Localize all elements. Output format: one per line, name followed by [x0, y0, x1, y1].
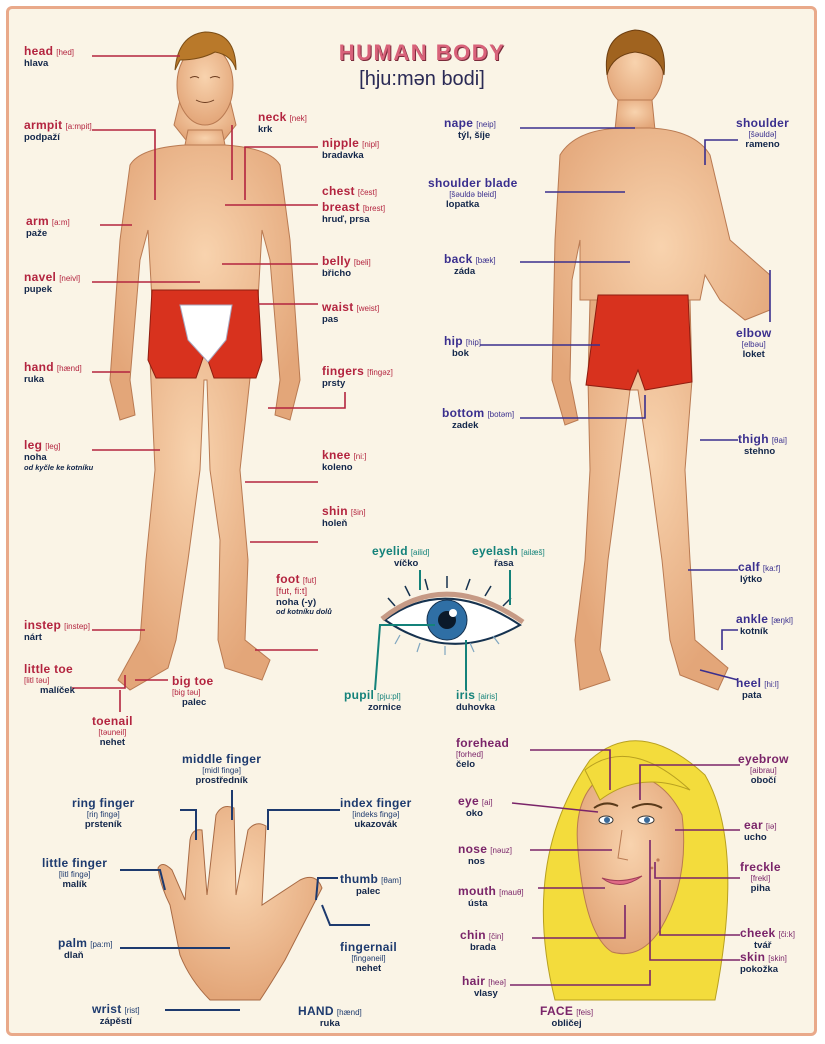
label-shoulder-blade: shoulder blade[šəuldə bleid]lopatka — [428, 174, 518, 210]
label-chin: chin[čin]brada — [460, 926, 504, 954]
label-foot: foot[fut][fut, fi:t]noha (-y)od kotníku … — [276, 570, 332, 616]
face-figure — [543, 741, 728, 1000]
label-thigh: thigh[θai]stehno — [738, 430, 787, 458]
label-hip: hip[hip]bok — [444, 332, 481, 360]
face-caption: FACE[feis]obličej — [540, 1002, 593, 1030]
label-heel: heel[hi:l]pata — [736, 674, 779, 702]
poster-title-pronunciation: [hju:mən bodi] — [272, 68, 572, 91]
label-elbow: elbow[elbəu]loket — [736, 324, 772, 360]
label-shoulder: shoulder[šəuldə]rameno — [736, 114, 789, 150]
label-ear: ear[iə]ucho — [744, 816, 777, 844]
label-eyebrow: eyebrow[aibrau]obočí — [738, 750, 789, 786]
poster-title: HUMAN BODY — [272, 40, 572, 66]
label-shin: shin[šin]holeň — [322, 502, 366, 530]
label-navel: navel[neivl]pupek — [24, 268, 80, 296]
label-hair: hair[heə]vlasy — [462, 972, 506, 1000]
label-nose: nose[nəuz]nos — [458, 840, 512, 868]
label-little-finger: little finger[litl fingə]malík — [42, 854, 107, 890]
label-waist: waist[weist]pas — [322, 298, 379, 326]
front-body-figure — [110, 45, 300, 690]
label-arm: arm[a:m]paže — [26, 212, 70, 240]
label-back: back[bæk]záda — [444, 250, 496, 278]
poster-title-block: HUMAN BODY [hju:mən bodi] — [272, 40, 572, 91]
label-index-finger: index finger[indeks fingə]ukazovák — [340, 794, 412, 830]
label-eye: eye[ai]oko — [458, 792, 493, 820]
label-armpit: armpit[a:mpit]podpaží — [24, 116, 92, 144]
label-chest: chest[čest] — [322, 182, 377, 199]
label-mouth: mouth[mauθ]ústa — [458, 882, 524, 910]
label-fingernail: fingernail[fingəneil]nehet — [340, 938, 397, 974]
label-middle-finger: middle finger[midl fingə]prostředník — [182, 750, 261, 786]
label-hand: hand[hænd]ruka — [24, 358, 82, 386]
label-wrist: wrist[rist]zápěstí — [92, 1000, 140, 1028]
label-calf: calf[ka:f]lýtko — [738, 558, 780, 586]
eye-figure — [382, 576, 523, 655]
label-knee: knee[ni:]koleno — [322, 446, 366, 474]
label-thumb: thumb[θam]palec — [340, 870, 401, 898]
label-freckle: freckle[frekl]piha — [740, 858, 781, 894]
label-iris: iris[airis]duhovka — [456, 686, 497, 714]
label-instep: instep[instep]nárt — [24, 616, 90, 644]
label-ankle: ankle[æŋkl]kotník — [736, 610, 793, 638]
label-belly: belly[beli]břicho — [322, 252, 371, 280]
label-skin: skin[skin]pokožka — [740, 948, 787, 976]
hand-caption: HAND[hænd]ruka — [298, 1002, 362, 1030]
label-pupil: pupil[pju:pl]zornice — [344, 686, 401, 714]
label-big-toe: big toe[big təu]palec — [172, 672, 213, 708]
label-eyelid: eyelid[ailid]víčko — [372, 542, 430, 570]
label-nape: nape[neip]týl, šíje — [444, 114, 496, 142]
label-neck: neck[nek]krk — [258, 108, 307, 136]
label-ring-finger: ring finger[riŋ fingə]prsteník — [72, 794, 135, 830]
label-eyelash: eyelash[ailæš]řasa — [472, 542, 545, 570]
label-bottom: bottom[botəm]zadek — [442, 404, 514, 432]
label-palm: palm[pa:m]dlaň — [58, 934, 112, 962]
label-breast: breast[brest]hruď, prsa — [322, 198, 385, 226]
label-nipple: nipple[nipl]bradavka — [322, 134, 379, 162]
label-forehead: forehead[forhed]čelo — [456, 734, 509, 770]
label-fingers: fingers[fingəz]prsty — [322, 362, 393, 390]
label-head: head[hed]hlava — [24, 42, 74, 70]
label-toenail: toenail[təuneil]nehet — [92, 712, 133, 748]
hand-figure — [158, 807, 322, 1000]
label-little-toe: little toe[litl təu]malíček — [24, 660, 75, 696]
